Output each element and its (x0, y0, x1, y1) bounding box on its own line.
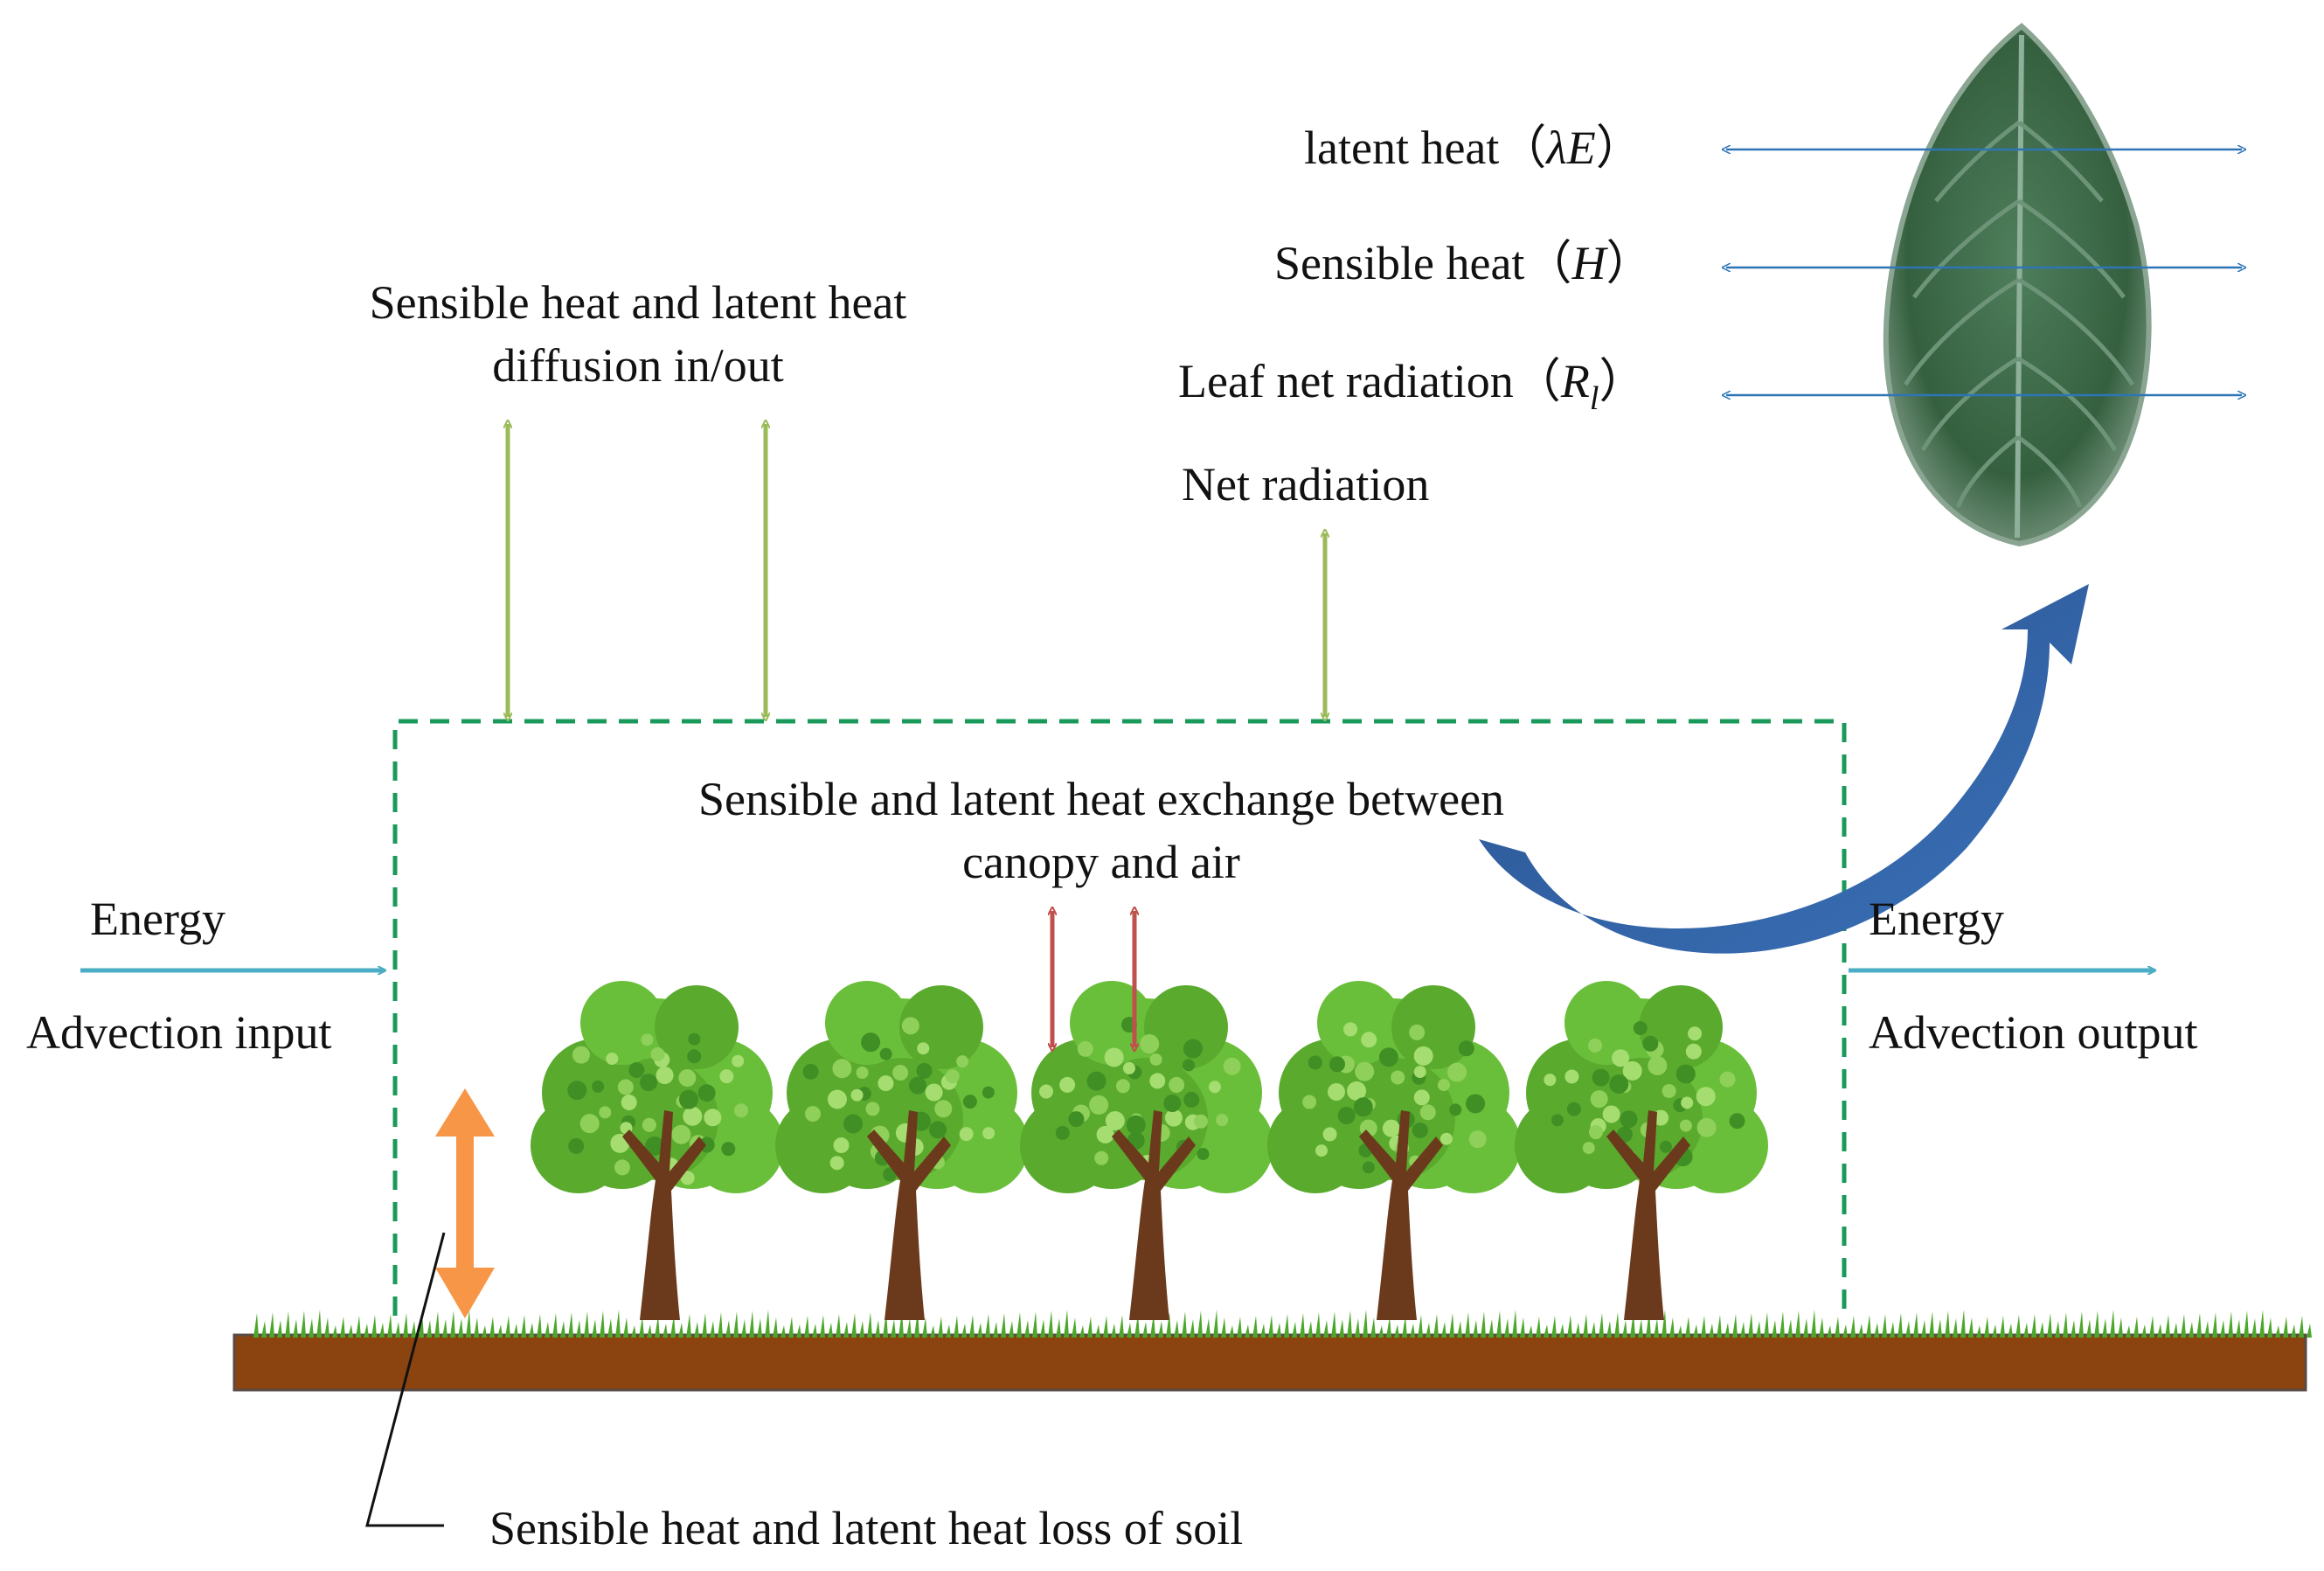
soil-heat-arrow (435, 1088, 495, 1318)
exchange-label-line1: Sensible and latent heat exchange betwee… (697, 773, 1505, 825)
soil-layer (232, 1333, 2307, 1392)
leaf-illustration (1883, 23, 2152, 547)
net-radiation-label: Net radiation (1182, 458, 1430, 511)
tree-row (531, 981, 1768, 1320)
tree (775, 981, 1029, 1320)
leaf-radiation-subscript: l (1589, 380, 1599, 417)
leaf-radiation-symbol: R (1560, 355, 1590, 407)
tree (1515, 981, 1768, 1320)
soil-loss-leader-line (365, 1232, 446, 1527)
diffusion-label-line2: diffusion in/out (492, 339, 784, 393)
tree (1267, 981, 1521, 1320)
canopy-to-leaf-arrow (1479, 584, 2089, 954)
tree (531, 981, 784, 1320)
soil-loss-label: Sensible heat and latent heat loss of so… (489, 1502, 1244, 1554)
exchange-label-line2: canopy and air (962, 836, 1240, 889)
diffusion-label-line1: Sensible heat and latent heat (369, 276, 907, 329)
sensible-heat-symbol: H (1571, 237, 1606, 289)
energy-out-label: Energy (1869, 893, 2004, 945)
leaf-radiation-label: Leaf net radiation（Rl） (1178, 355, 1647, 417)
tree (1020, 981, 1273, 1320)
energy-in-label: Energy (90, 893, 225, 945)
sensible-heat-text: Sensible heat (1274, 237, 1525, 289)
exchange-label: Sensible and latent heat exchange betwee… (594, 772, 1608, 889)
advection-output-label: Advection output (1869, 1006, 2198, 1059)
sensible-heat-label: Sensible heat（H） (1274, 237, 1654, 289)
grass-strip (253, 1310, 2312, 1338)
canopy-control-volume (392, 719, 1847, 1316)
leaf-radiation-text: Leaf net radiation (1178, 355, 1514, 407)
diffusion-label: Sensible heat and latent heat diffusion … (288, 275, 988, 393)
latent-heat-label: latent heat（λE） (1304, 122, 1643, 174)
advection-input-label: Advection input (26, 1006, 332, 1059)
latent-heat-symbol: λE (1546, 122, 1596, 174)
latent-heat-text: latent heat (1304, 122, 1500, 174)
